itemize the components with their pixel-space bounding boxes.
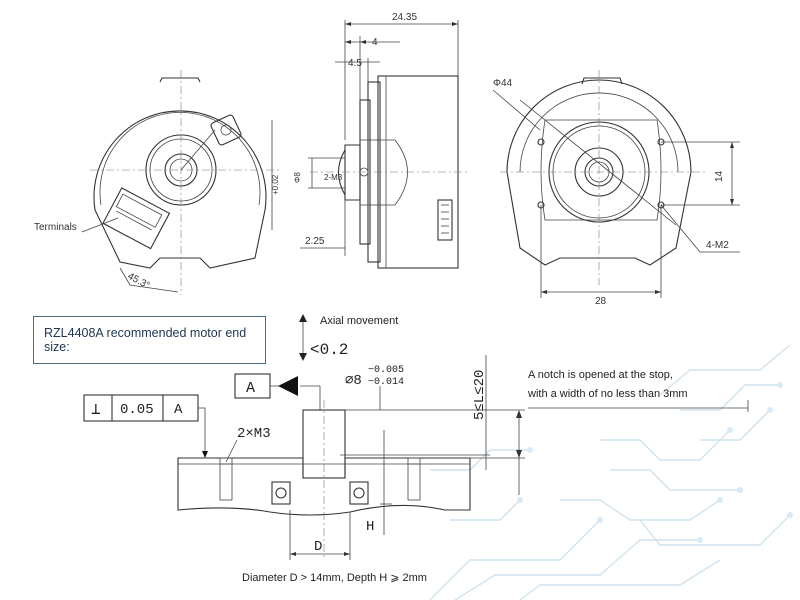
shaft-tolerance-upper: −0.005 bbox=[368, 365, 404, 376]
dim-phi8: Φ8 bbox=[293, 172, 302, 183]
dim-total-length: 24.35 bbox=[392, 12, 417, 23]
shaft-tolerance-lower: −0.014 bbox=[368, 377, 404, 388]
dim-side-tolerance: +0.02 bbox=[271, 174, 280, 195]
label-4-m2: 4-M2 bbox=[706, 240, 729, 251]
model-banner: RZL4408A recommended motor end size: bbox=[33, 316, 266, 364]
circuit-background bbox=[429, 344, 793, 600]
dim-28: 28 bbox=[595, 296, 607, 307]
axial-movement: Axial movement <0.2 bbox=[299, 314, 398, 361]
side-view: 24.35 4 4.5 Φ8 2-M3 2.25 bbox=[293, 12, 470, 269]
dim-d: D bbox=[314, 539, 322, 555]
right-end-view: Φ44 14 28 4-M2 bbox=[492, 70, 740, 307]
dim-4-5: 4.5 bbox=[348, 58, 362, 69]
shaft-diameter: ⌀8 bbox=[345, 373, 362, 389]
left-end-view: +0.02 Terminals 45.3° bbox=[34, 70, 280, 295]
dim-4: 4 bbox=[372, 37, 378, 48]
axial-movement-label: Axial movement bbox=[320, 315, 398, 327]
length-range: 5≤L≤20 bbox=[472, 370, 488, 420]
terminals-label: Terminals bbox=[34, 222, 77, 233]
dim-h: H bbox=[366, 519, 374, 535]
perpendicularity-value: 0.05 bbox=[120, 402, 154, 418]
dim-angle: 45.3° bbox=[126, 271, 152, 292]
dim-14: 14 bbox=[714, 170, 725, 182]
banner-title: RZL4408A recommended motor end size: bbox=[44, 326, 247, 354]
notch-note-line2: with a width of no less than 3mm bbox=[527, 388, 688, 400]
thread-label: 2×M3 bbox=[237, 426, 271, 442]
section-view: A ⌀8 −0.005 −0.014 5≤L≤20 ⊥ 0.05 A 2×M3 bbox=[83, 355, 749, 584]
axial-movement-value: <0.2 bbox=[310, 341, 348, 359]
perpendicularity-datum: A bbox=[174, 402, 183, 418]
datum-a-label: A bbox=[246, 380, 255, 397]
label-2-m3: 2-M3 bbox=[324, 173, 343, 182]
footer-note: Diameter D > 14mm, Depth H ⩾ 2mm bbox=[242, 572, 427, 584]
dim-phi44: Φ44 bbox=[493, 78, 513, 89]
perpendicularity-symbol: ⊥ bbox=[91, 401, 101, 419]
dim-2-25: 2.25 bbox=[305, 236, 325, 247]
notch-note-line1: A notch is opened at the stop, bbox=[528, 369, 673, 381]
